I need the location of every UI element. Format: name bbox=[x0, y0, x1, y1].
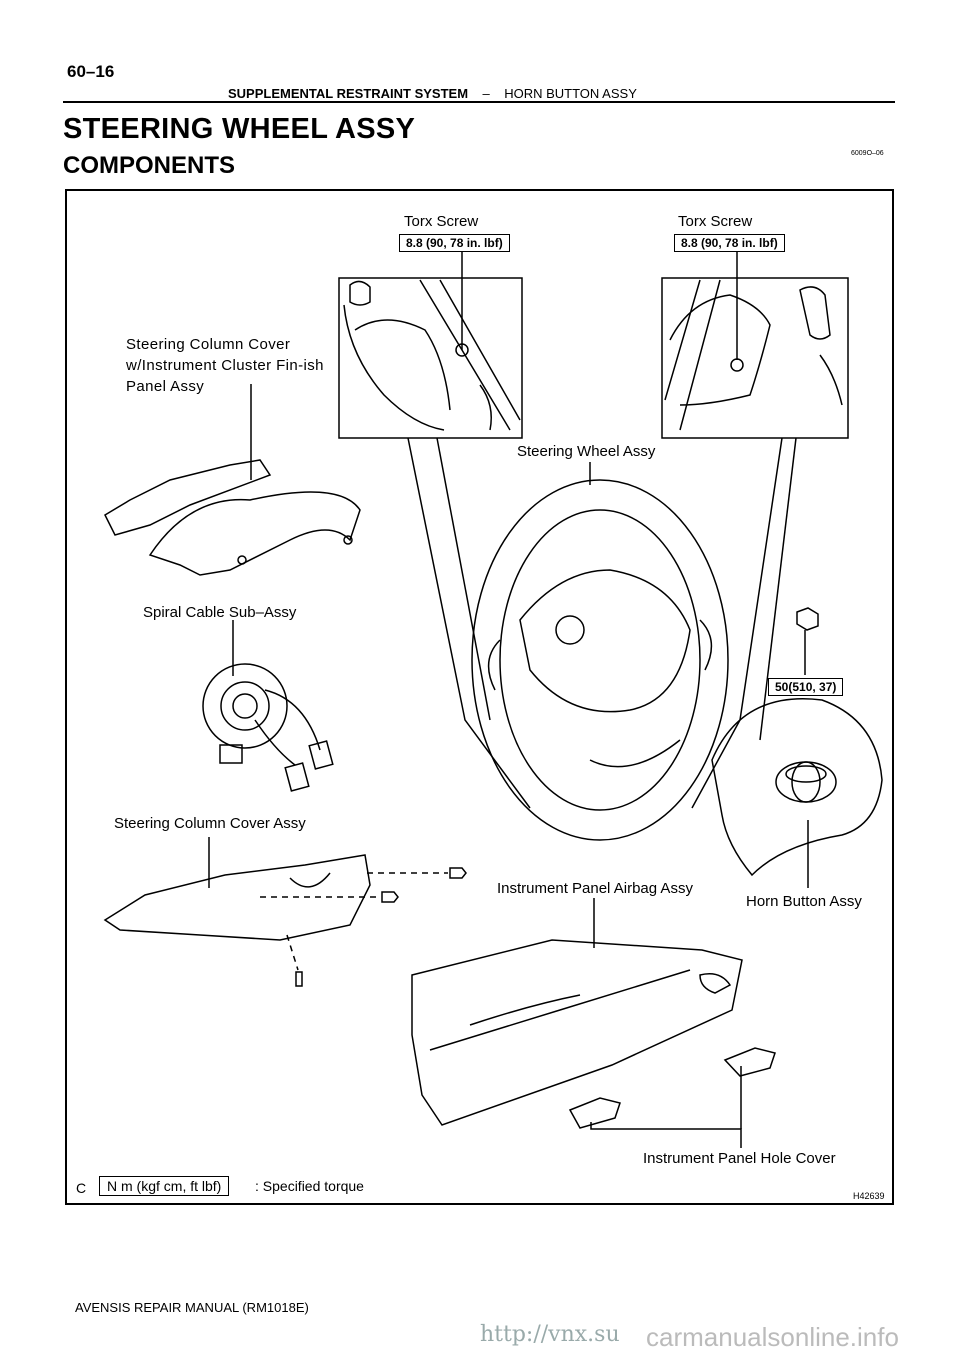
components-figure bbox=[65, 189, 894, 1205]
torx-screw-label-left: Torx Screw bbox=[404, 213, 479, 230]
column-cover-finish-label: Steering Column Cover w/Instrument Clust… bbox=[126, 336, 324, 395]
torx-inset-right bbox=[661, 277, 849, 439]
column-cover-upper bbox=[148, 491, 361, 576]
page-title: STEERING WHEEL ASSY bbox=[63, 113, 416, 145]
torx-screw-icon bbox=[455, 343, 469, 357]
legend-unit-box: N m (kgf cm, ft lbf) bbox=[99, 1176, 230, 1196]
steering-wheel-label: Steering Wheel Assy bbox=[517, 443, 656, 460]
subsection-name: HORN BUTTON ASSY bbox=[504, 86, 637, 101]
horn-button-pad bbox=[711, 698, 883, 877]
watermark-site: carmanualsonline.info bbox=[646, 1322, 899, 1352]
steering-wheel-rim bbox=[471, 479, 729, 841]
nut-torque-value: 50(510, 37) bbox=[768, 678, 844, 696]
torx-inset-left bbox=[338, 277, 523, 439]
header-rule bbox=[63, 101, 895, 103]
spiral-cable-body bbox=[202, 663, 288, 749]
legend-text: : Specified torque bbox=[255, 1178, 364, 1194]
hole-cover-label: Instrument Panel Hole Cover bbox=[643, 1150, 836, 1167]
airbag-label: Instrument Panel Airbag Assy bbox=[497, 880, 693, 897]
screw-icon-2 bbox=[381, 891, 399, 903]
hex-nut-icon bbox=[796, 607, 819, 631]
footer-text: AVENSIS REPAIR MANUAL (RM1018E) bbox=[75, 1300, 309, 1315]
column-cover-lower bbox=[103, 854, 371, 941]
steering-wheel-hub bbox=[519, 569, 691, 713]
section-name: SUPPLEMENTAL RESTRAINT SYSTEM bbox=[228, 86, 469, 101]
airbag-assy bbox=[411, 939, 743, 1126]
hole-cover-right bbox=[723, 1047, 776, 1077]
legend-prefix: C bbox=[76, 1180, 87, 1196]
torx-screw-label-right: Torx Screw bbox=[678, 213, 753, 230]
horn-button-label: Horn Button Assy bbox=[746, 893, 862, 910]
torx-screw-icon-right bbox=[730, 358, 744, 372]
watermark-link[interactable]: http://vnx.su bbox=[480, 1322, 620, 1347]
running-header: SUPPLEMENTAL RESTRAINT SYSTEM – HORN BUT… bbox=[228, 86, 637, 101]
torque-value-right: 8.8 (90, 78 in. lbf) bbox=[674, 234, 785, 252]
screw-icon bbox=[449, 867, 467, 879]
page-subtitle: COMPONENTS bbox=[63, 152, 236, 179]
torque-value-left: 8.8 (90, 78 in. lbf) bbox=[399, 234, 510, 252]
spiral-cable-label: Spiral Cable Sub–Assy bbox=[143, 604, 297, 621]
figure-id: H42639 bbox=[853, 1191, 885, 1201]
page-number: 60–16 bbox=[67, 62, 115, 81]
column-cover-label: Steering Column Cover Assy bbox=[114, 815, 306, 832]
hole-cover-left bbox=[568, 1097, 621, 1129]
header-separator: – bbox=[482, 86, 490, 101]
screw-icon-3 bbox=[295, 971, 303, 987]
doc-code: 6009O–06 bbox=[851, 150, 884, 157]
